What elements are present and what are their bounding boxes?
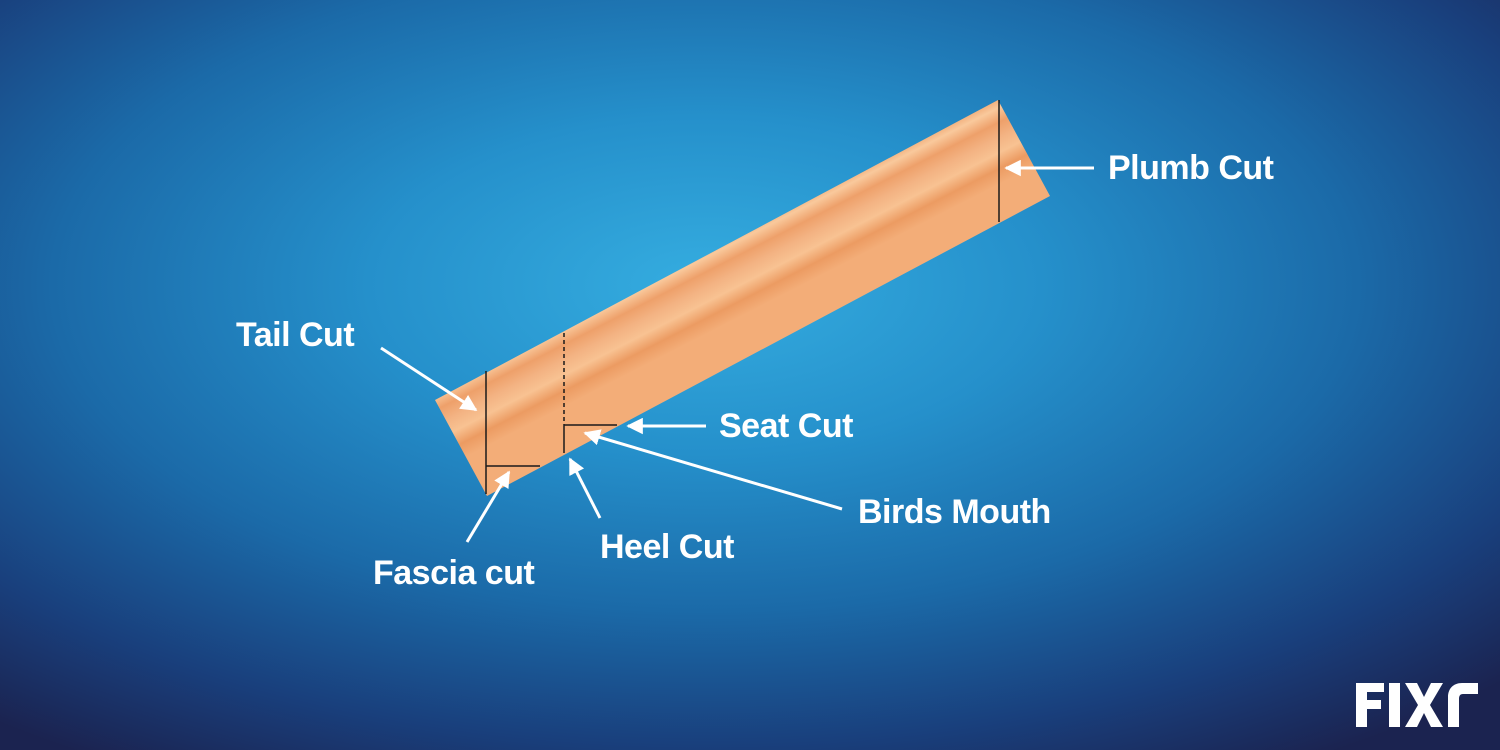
heel-cut-arrow (568, 457, 602, 519)
tail-cut-label: Tail Cut (236, 316, 355, 354)
fascia-cut-label: Fascia cut (373, 554, 535, 592)
birds-mouth-label: Birds Mouth (858, 493, 1051, 531)
fixr-logo (1356, 683, 1478, 727)
seat-cut-label: Seat Cut (719, 407, 853, 445)
plumb-cut-label: Plumb Cut (1108, 149, 1274, 187)
heel-cut-label: Heel Cut (600, 528, 734, 566)
fascia-cut-arrow (465, 470, 511, 543)
rafter-board (435, 100, 1050, 496)
birds-mouth-arrow (583, 429, 843, 511)
tail-cut-arrow (380, 346, 478, 412)
